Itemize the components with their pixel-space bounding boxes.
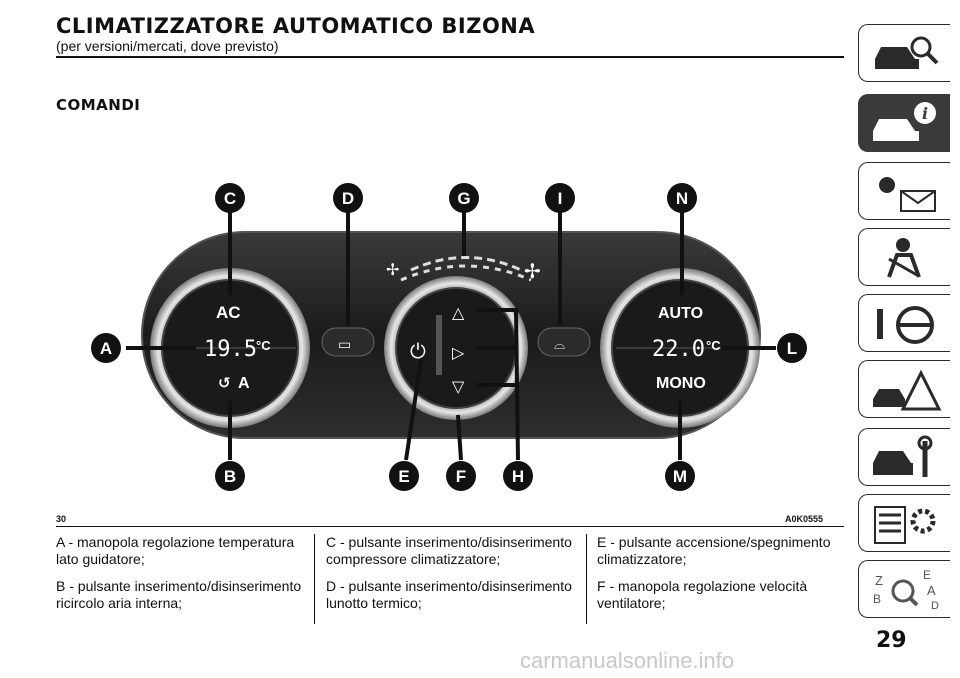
svg-text:D: D xyxy=(931,600,939,612)
callout-C: C xyxy=(215,183,245,213)
svg-text:E: E xyxy=(923,568,931,582)
svg-text:C: C xyxy=(224,189,236,208)
car-info-icon: i xyxy=(873,102,936,141)
fan-low-icon: ✢ xyxy=(386,260,399,279)
column-divider xyxy=(314,534,315,624)
fan-high-icon: ✢ xyxy=(524,259,541,283)
svg-text:E: E xyxy=(398,467,409,486)
right-unit: °C xyxy=(706,338,721,353)
svg-text:M: M xyxy=(673,467,687,486)
legend-item: B - pulsante inserimento/disinserimento … xyxy=(56,578,302,611)
page-title: CLIMATIZZATORE AUTOMATICO BIZONA xyxy=(56,14,536,38)
svg-text:A: A xyxy=(927,583,936,598)
header-rule xyxy=(56,56,844,58)
fan-speed-arc xyxy=(410,256,522,272)
legend-column-1: A - manopola regolazione temperatura lat… xyxy=(56,534,304,622)
svg-text:D: D xyxy=(342,189,354,208)
right-arrow-icon: ▷ xyxy=(452,343,465,362)
svg-text:L: L xyxy=(787,339,797,358)
svg-text:H: H xyxy=(512,467,524,486)
page-number: 29 xyxy=(876,628,907,653)
fan-speed-arc-outer xyxy=(400,264,532,282)
car-service-icon xyxy=(873,435,933,477)
auto-label: AUTO xyxy=(658,305,703,322)
left-unit: °C xyxy=(256,338,271,353)
svg-text:F: F xyxy=(456,467,466,486)
legend-item: C - pulsante inserimento/disinserimento … xyxy=(326,534,572,567)
svg-text:Z: Z xyxy=(875,573,883,588)
legend-item: E - pulsante accensione/spegnimento clim… xyxy=(597,534,831,567)
figure-number: 30 xyxy=(56,514,67,524)
column-divider xyxy=(586,534,587,624)
down-arrow-icon: ▽ xyxy=(452,377,465,396)
ac-label: AC xyxy=(216,303,241,322)
settings-list-icon xyxy=(874,506,936,544)
rear-defrost-icon: ▭ xyxy=(338,337,351,353)
svg-text:G: G xyxy=(457,189,470,208)
callout-N: N xyxy=(667,183,697,213)
legend-item: F - manopola regolazione velocità ventil… xyxy=(597,578,808,611)
callout-A: A xyxy=(91,333,121,363)
callout-F: F xyxy=(446,461,476,491)
climate-control-figure: ✢ ✢ AC 19.5 °C ↺ A AUTO 22.0 °C MONO ⏻ △… xyxy=(91,183,807,491)
svg-text:N: N xyxy=(676,189,688,208)
airbag-icon xyxy=(887,238,921,278)
steering-icon xyxy=(877,306,934,344)
page-subtitle: (per versioni/mercati, dove previsto) xyxy=(56,38,279,54)
legend-item: A - manopola regolazione temperatura lat… xyxy=(56,534,295,567)
callout-L: L xyxy=(777,333,807,363)
callout-D: D xyxy=(333,183,363,213)
recirc-label: A xyxy=(238,375,250,392)
callout-I: I xyxy=(545,183,575,213)
hazard-icon xyxy=(873,369,942,411)
recirc-icon: ↺ xyxy=(218,374,231,392)
tab-technical-data[interactable] xyxy=(858,494,950,552)
callout-E: E xyxy=(389,461,419,491)
tab-maintenance[interactable] xyxy=(858,428,950,486)
callout-lines xyxy=(126,212,776,461)
svg-text:B: B xyxy=(224,467,236,486)
figure-code: A0K0555 xyxy=(785,514,824,524)
tab-warning-lights[interactable] xyxy=(858,162,950,220)
svg-text:B: B xyxy=(873,592,881,606)
tab-car-search[interactable] xyxy=(858,24,950,82)
svg-text:A: A xyxy=(100,339,112,358)
callout-M: M xyxy=(665,461,695,491)
legend-column-3: E - pulsante accensione/spegnimento clim… xyxy=(597,534,845,622)
svg-text:i: i xyxy=(922,104,928,123)
front-defrost-icon: ⌓ xyxy=(554,337,565,353)
tab-driving[interactable] xyxy=(858,294,950,352)
up-arrow-icon: △ xyxy=(452,303,465,322)
power-icon: ⏻ xyxy=(410,339,426,363)
warning-light-icon xyxy=(879,177,936,212)
callout-H: H xyxy=(503,461,533,491)
right-temp: 22.0 xyxy=(652,337,705,362)
rear-defrost-button xyxy=(321,327,375,357)
left-temp: 19.5 xyxy=(204,337,257,362)
tab-car-info[interactable]: i xyxy=(858,94,950,152)
watermark: carmanualsonline.info xyxy=(520,648,735,673)
tab-safety[interactable] xyxy=(858,228,950,286)
tab-index[interactable]: Z E A B D xyxy=(858,560,950,618)
front-defrost-button xyxy=(537,327,591,357)
callout-B: B xyxy=(215,461,245,491)
car-search-icon xyxy=(875,36,939,69)
section-title: COMANDI xyxy=(56,96,141,114)
svg-text:I: I xyxy=(558,189,563,208)
index-icon: Z E A B D xyxy=(873,568,939,612)
legend-column-2: C - pulsante inserimento/disinserimento … xyxy=(326,534,574,622)
legend-item: D - pulsante inserimento/disinserimento … xyxy=(326,578,572,611)
mono-label: MONO xyxy=(656,375,706,392)
tab-emergency[interactable] xyxy=(858,360,950,418)
callout-G: G xyxy=(449,183,479,213)
figure-rule xyxy=(56,526,844,527)
